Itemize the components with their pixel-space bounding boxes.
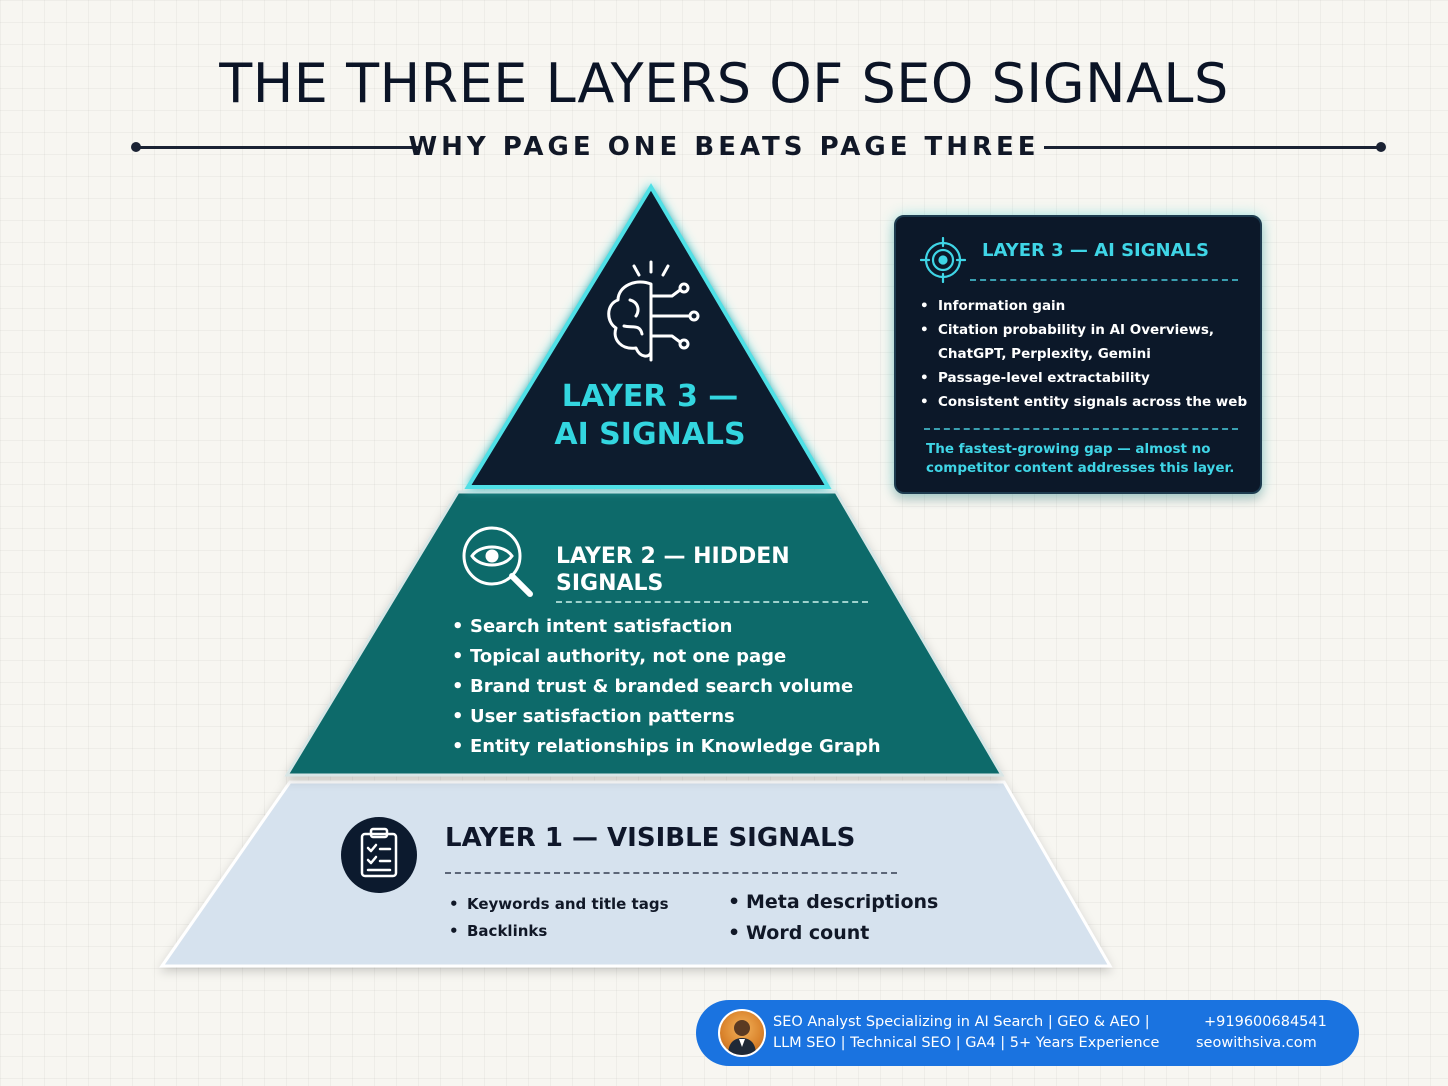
layer-2-title: LAYER 2 — HIDDEN SIGNALS bbox=[556, 543, 876, 597]
list-item: Entity relationships in Knowledge Graph bbox=[450, 732, 890, 762]
list-item: User satisfaction patterns bbox=[450, 702, 890, 732]
layer-3-title: LAYER 3 — AI SIGNALS bbox=[520, 378, 780, 454]
list-item: Citation probability in AI Overviews, Ch… bbox=[918, 318, 1248, 366]
avatar bbox=[718, 1009, 766, 1057]
person-icon bbox=[728, 1020, 756, 1055]
page-title: THE THREE LAYERS OF SEO SIGNALS bbox=[219, 52, 1229, 115]
layer-1-list-left: Keywords and title tags Backlinks bbox=[447, 891, 717, 945]
layer-2-divider bbox=[556, 601, 868, 603]
contact-banner: SEO Analyst Specializing in AI Search | … bbox=[696, 1000, 1359, 1066]
layer-3-callout-card: LAYER 3 — AI SIGNALS Information gain Ci… bbox=[894, 215, 1262, 494]
layer-1-title: LAYER 1 — VISIBLE SIGNALS bbox=[445, 823, 856, 853]
callout-divider-bottom bbox=[924, 428, 1238, 430]
divider-dot-right bbox=[1376, 142, 1386, 152]
callout-note: The fastest-growing gap — almost no comp… bbox=[926, 441, 1235, 476]
layer-1-divider bbox=[445, 872, 897, 874]
layer-2-list: Search intent satisfaction Topical autho… bbox=[450, 612, 890, 762]
list-item: Backlinks bbox=[447, 918, 717, 945]
list-item: Brand trust & branded search volume bbox=[450, 672, 890, 702]
eye-magnifier-icon bbox=[462, 526, 533, 597]
phone-number[interactable]: +919600684541 bbox=[1204, 1014, 1327, 1030]
list-item: Consistent entity signals across the web bbox=[918, 390, 1248, 414]
divider-left bbox=[136, 146, 420, 149]
list-item: Passage-level extractability bbox=[918, 366, 1248, 390]
target-icon bbox=[920, 237, 966, 283]
list-item: Topical authority, not one page bbox=[450, 642, 890, 672]
callout-list: Information gain Citation probability in… bbox=[918, 294, 1248, 414]
list-item: Meta descriptions bbox=[726, 887, 986, 918]
pyramid-layer-3 bbox=[464, 183, 832, 489]
layer-2-title-line2: SIGNALS bbox=[556, 571, 664, 596]
list-item: Keywords and title tags bbox=[447, 891, 717, 918]
list-item: Information gain bbox=[918, 294, 1248, 318]
callout-divider-top bbox=[970, 279, 1238, 281]
clipboard-checklist-icon bbox=[341, 817, 417, 893]
list-item: Word count bbox=[726, 918, 986, 949]
callout-title: LAYER 3 — AI SIGNALS bbox=[982, 240, 1209, 261]
website-link[interactable]: seowithsiva.com bbox=[1196, 1035, 1317, 1051]
brain-circuit-icon bbox=[607, 260, 700, 362]
layer-3-title-line1: LAYER 3 — bbox=[561, 379, 739, 414]
layer-2-title-line1: LAYER 2 — HIDDEN bbox=[556, 544, 790, 569]
page-subtitle: WHY PAGE ONE BEATS PAGE THREE bbox=[408, 132, 1040, 162]
list-item: Search intent satisfaction bbox=[450, 612, 890, 642]
profile-line-2: LLM SEO | Technical SEO | GA4 | 5+ Years… bbox=[773, 1035, 1160, 1051]
profile-line-1: SEO Analyst Specializing in AI Search | … bbox=[773, 1014, 1150, 1030]
layer-3-title-line2: AI SIGNALS bbox=[554, 417, 746, 452]
divider-right bbox=[1044, 146, 1380, 149]
layer-1-list-right: Meta descriptions Word count bbox=[726, 887, 986, 949]
